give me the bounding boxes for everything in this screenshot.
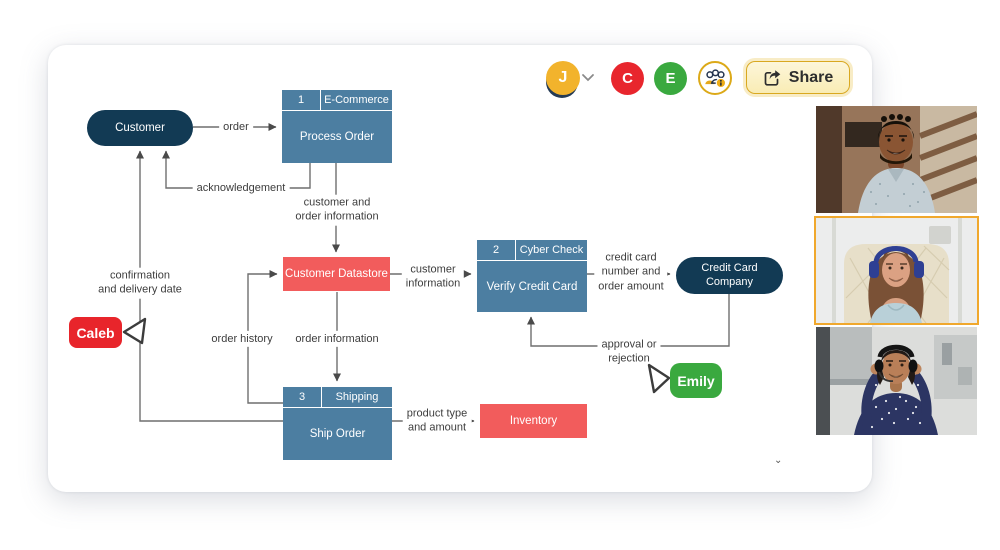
participants-button[interactable] [698, 61, 732, 95]
verify-credit-card-number: 2 [477, 240, 516, 260]
edge-label-order-info[interactable]: order information [291, 330, 383, 348]
video-participant-1[interactable] [816, 106, 977, 213]
edge-label-order[interactable]: order [219, 118, 253, 136]
edge-label-confirmation[interactable]: confirmation and delivery date [94, 267, 186, 299]
tiny-chevron-mark: ⌄ [774, 455, 783, 466]
edge-label-acknowledgement[interactable]: acknowledgement [192, 179, 290, 197]
emily-cursor-icon [647, 363, 671, 394]
participant-3-video [816, 327, 977, 435]
ship-order-number: 3 [283, 387, 322, 407]
node-process-order[interactable]: 1 E-Commerce Process Order [282, 90, 392, 163]
participant-2-video [816, 218, 977, 323]
process-order-category: E-Commerce [324, 94, 389, 106]
ship-order-category: Shipping [335, 391, 379, 403]
edge-label-order-history[interactable]: order history [207, 330, 277, 348]
participant-1-video [816, 106, 977, 213]
ship-order-header: 3 Shipping [283, 387, 392, 408]
node-inventory[interactable]: Inventory [480, 404, 587, 438]
edge-label-cc-number[interactable]: credit card number and order amount [594, 249, 668, 295]
chevron-down-icon[interactable] [581, 73, 595, 83]
cursor-label-emily: Emily [670, 363, 722, 398]
edge-label-customer-info[interactable]: customer information [401, 261, 465, 293]
node-customer[interactable]: Customer [87, 110, 193, 146]
verify-credit-card-category: Cyber Check [519, 244, 584, 256]
node-customer-datastore[interactable]: Customer Datastore [283, 257, 390, 291]
ship-order-label: Ship Order [309, 428, 366, 440]
user-avatar[interactable]: J [546, 61, 580, 95]
people-group-icon [705, 69, 727, 89]
video-participant-3[interactable] [816, 327, 977, 435]
node-credit-card-company[interactable]: Credit Card Company [676, 257, 783, 294]
verify-credit-card-label: Verify Credit Card [486, 280, 578, 293]
process-order-header: 1 E-Commerce [282, 90, 392, 111]
node-ship-order[interactable]: 3 Shipping Ship Order [283, 387, 392, 460]
video-participant-2-active[interactable] [814, 216, 979, 325]
edge-label-product-type[interactable]: product type and amount [402, 405, 472, 437]
edge-label-customer-order-info[interactable]: customer and order information [291, 194, 383, 226]
process-order-label: Process Order [299, 131, 375, 143]
cursor-label-caleb: Caleb [69, 317, 122, 348]
caleb-cursor-icon [122, 317, 147, 345]
collaborator-avatar-c[interactable]: C [611, 62, 644, 95]
collaborator-avatar-e[interactable]: E [654, 62, 687, 95]
share-icon [764, 69, 781, 86]
process-order-number: 1 [282, 90, 321, 110]
verify-credit-card-header: 2 Cyber Check [477, 240, 587, 261]
share-button-label: Share [788, 68, 834, 86]
share-button[interactable]: Share [746, 61, 850, 94]
node-verify-credit-card[interactable]: 2 Cyber Check Verify Credit Card [477, 240, 587, 312]
